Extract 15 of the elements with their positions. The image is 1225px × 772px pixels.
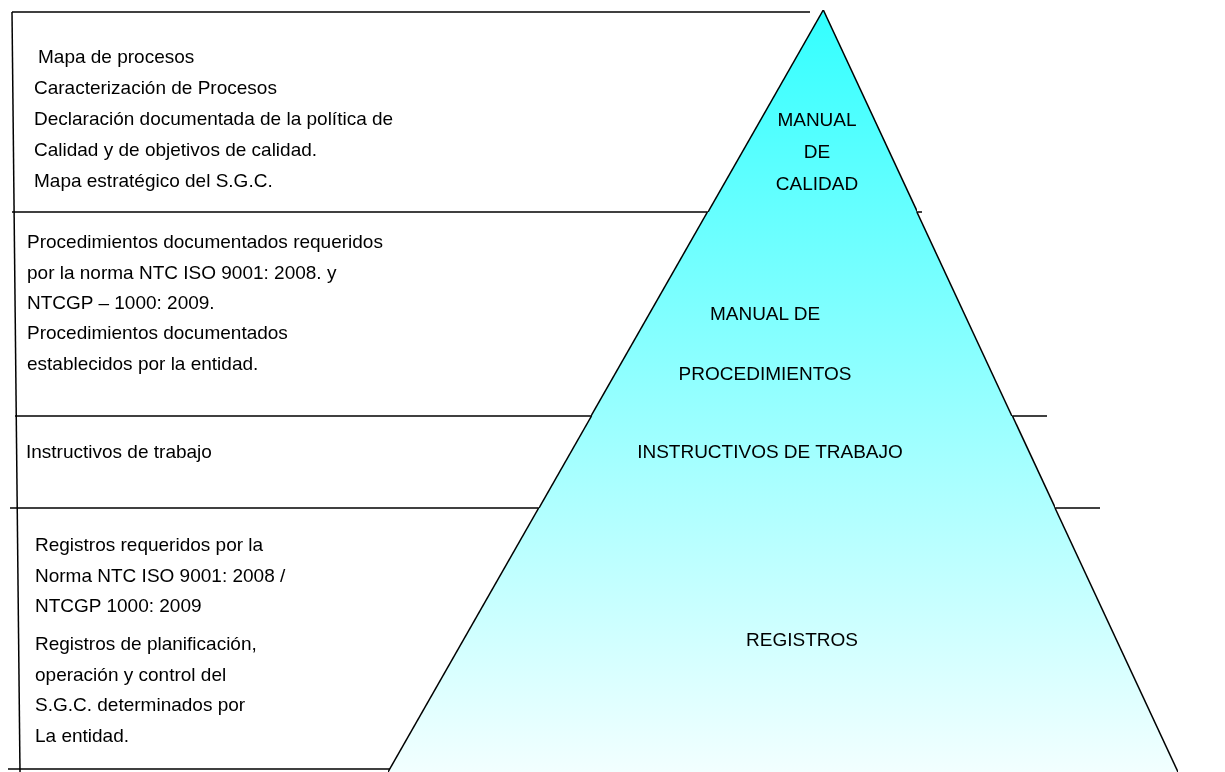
level-label: INSTRUCTIVOS DE TRABAJO bbox=[636, 440, 904, 464]
pyramid-level bbox=[538, 416, 1055, 508]
description-text: Declaración documentada de la política de Calidad y de objetivos de calidad. bbox=[34, 107, 395, 162]
level-label: MANUAL DE CALIDAD bbox=[774, 108, 860, 196]
description-text: Mapa de procesos bbox=[38, 45, 196, 69]
description-text: Procedimientos documentados requeridos por la norma NTC ISO 9001: 2008. y NTCGP – 1000: 2009. bbox=[27, 230, 384, 315]
description-text: Registros requeridos por la Norma NTC ISO 9001: 2008 / NTCGP 1000: 2009 bbox=[35, 533, 287, 618]
level-label: REGISTROS bbox=[745, 628, 859, 652]
description-text: Registros de planificación, operación y control del S.G.C. determinados por La entidad. bbox=[35, 632, 258, 748]
description-text: Instructivos de trabajo bbox=[26, 440, 213, 464]
description-text: Caracterización de Procesos bbox=[34, 76, 278, 100]
pyramid-level bbox=[707, 10, 918, 212]
description-text: Procedimientos documentados establecidos por la entidad. bbox=[27, 321, 289, 376]
description-text: Mapa estratégico del S.G.C. bbox=[34, 169, 274, 193]
level-label: MANUAL DE PROCEDIMIENTOS bbox=[677, 302, 853, 386]
